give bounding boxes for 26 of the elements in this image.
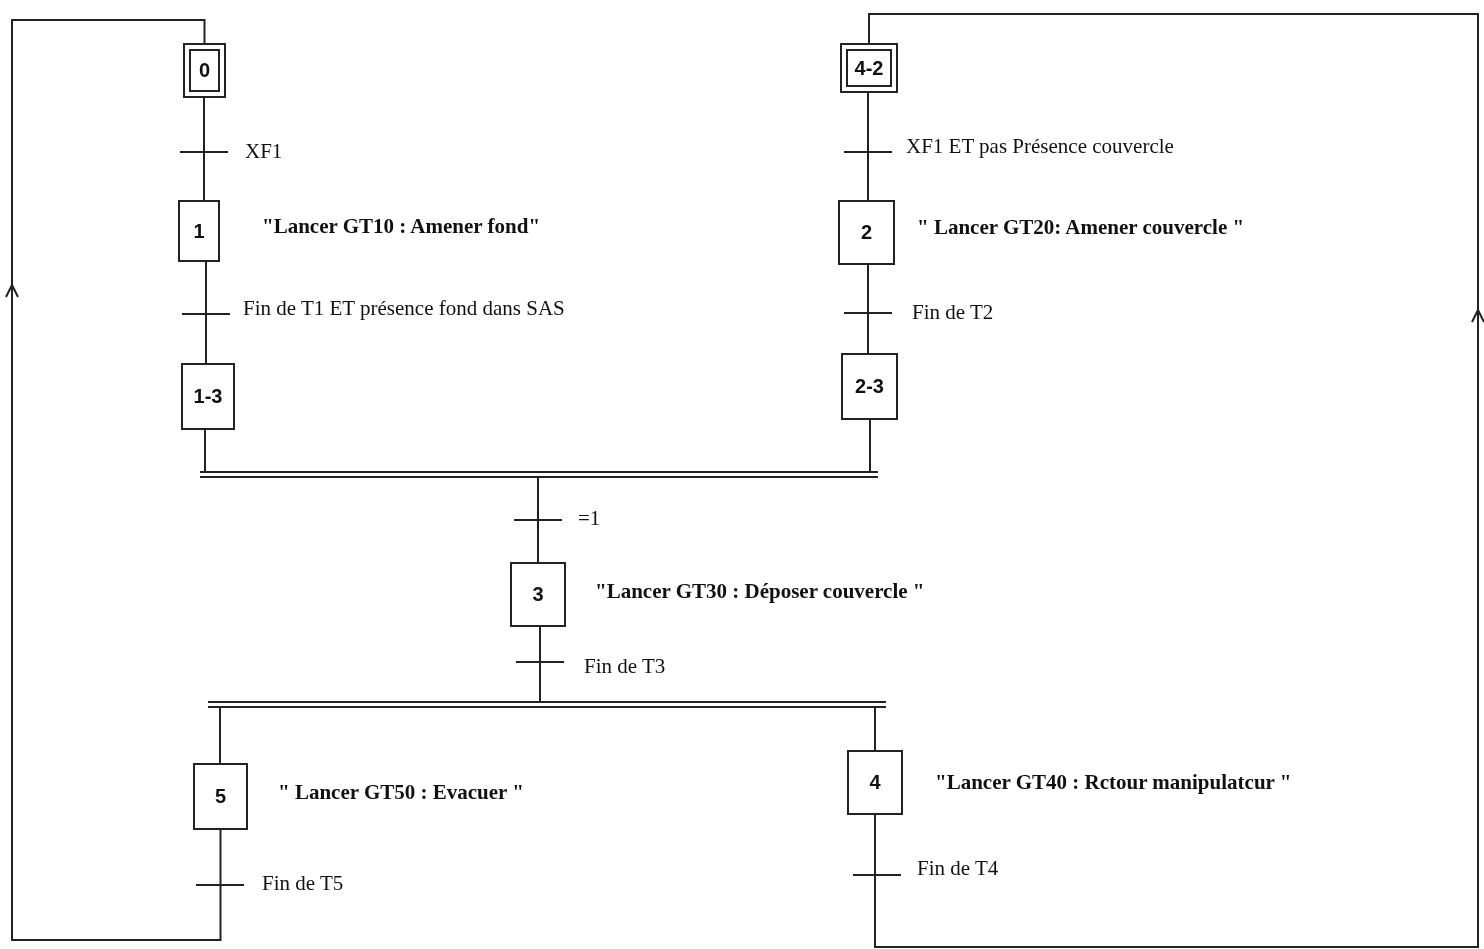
connector-line <box>205 261 207 364</box>
connector-line <box>203 97 205 201</box>
connector-line <box>539 626 541 702</box>
action-text: "Lancer GT30 : Déposer couvercle " <box>595 579 925 604</box>
step-box: 1-3 <box>181 363 235 430</box>
initial-step-box: 4-2 <box>840 43 898 93</box>
step-box: 2-3 <box>841 353 898 420</box>
synchronization-bar <box>208 701 886 708</box>
action-text: "Lancer GT10 : Amener fond" <box>262 214 541 239</box>
connector-line <box>867 264 869 354</box>
step-box: 1 <box>178 200 220 262</box>
connector-line <box>869 419 871 472</box>
step-box: 2 <box>838 200 895 265</box>
action-text: "Lancer GT40 : Rctour manipulatcur " <box>935 770 1292 795</box>
step-box: 4 <box>847 750 903 815</box>
action-text: " Lancer GT50 : Evacuer " <box>278 780 524 805</box>
initial-step-box: 0 <box>183 43 226 98</box>
synchronization-bar <box>200 471 878 478</box>
connector-line <box>537 477 539 563</box>
step-box: 3 <box>510 562 566 627</box>
action-text: " Lancer GT20: Amener couvercle " <box>917 215 1245 240</box>
connector-line <box>874 707 876 751</box>
connector-line <box>867 92 869 201</box>
step-box: 5 <box>193 763 248 830</box>
connector-line <box>204 429 206 472</box>
connector-line <box>219 707 221 764</box>
